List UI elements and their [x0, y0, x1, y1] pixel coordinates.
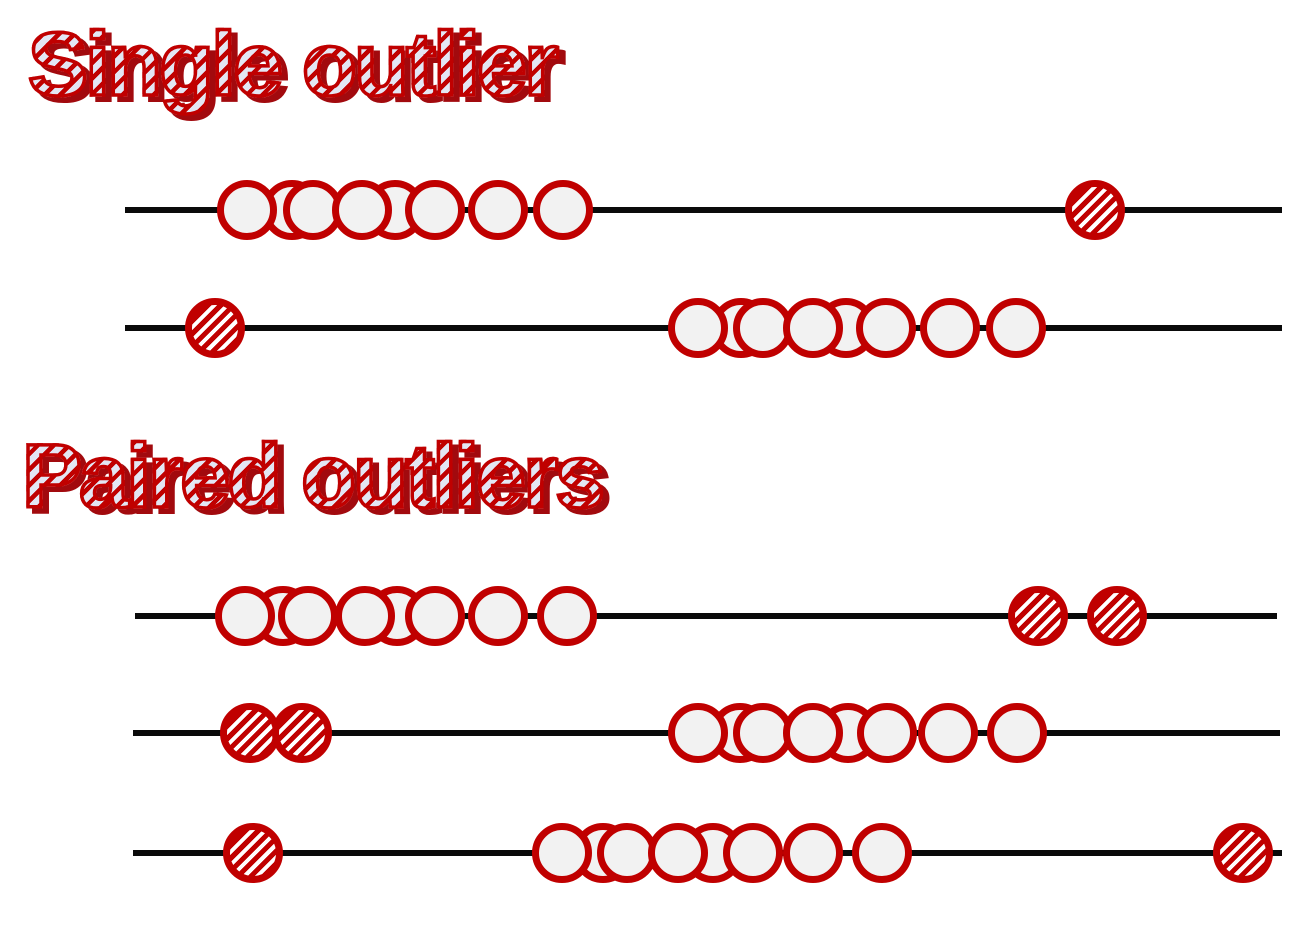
data-point-row-5-2	[532, 823, 592, 883]
data-point-row-1-7	[468, 180, 528, 240]
section-title-paired-outliers-text: Paired outliers	[20, 425, 607, 529]
number-line-row-1	[125, 207, 1282, 213]
data-point-row-2-7	[856, 298, 916, 358]
section-title-paired-outliers-shadow: Paired outliers	[26, 430, 613, 535]
data-point-row-4-6	[783, 703, 843, 763]
data-point-row-1-1	[217, 180, 277, 240]
data-point-row-5-9	[852, 823, 912, 883]
data-point-row-1-4	[332, 180, 392, 240]
data-point-row-5-4	[597, 823, 657, 883]
data-point-row-5-8	[783, 823, 843, 883]
data-point-row-5-7	[723, 823, 783, 883]
data-point-row-4-9	[918, 703, 978, 763]
data-point-row-3-1	[215, 586, 275, 646]
data-point-row-5-5	[648, 823, 708, 883]
outlier-point-row-4-1	[220, 703, 280, 763]
section-title-single-outlier: Single outlier Single outlier	[26, 13, 567, 122]
section-title-single-outlier-text: Single outlier	[26, 13, 561, 117]
outlier-point-row-4-2	[272, 703, 332, 763]
outlier-point-row-1-9	[1065, 180, 1125, 240]
data-point-row-3-8	[537, 586, 597, 646]
data-point-row-4-3	[668, 703, 728, 763]
outlier-point-row-5-10	[1213, 823, 1273, 883]
number-line-row-3	[135, 613, 1277, 619]
data-point-row-1-6	[405, 180, 465, 240]
outlier-point-row-5-1	[223, 823, 283, 883]
outlier-point-row-3-10	[1087, 586, 1147, 646]
data-point-row-3-3	[278, 586, 338, 646]
data-point-row-3-6	[405, 586, 465, 646]
section-title-single-outlier-shadow: Single outlier	[32, 18, 567, 123]
data-point-row-4-8	[857, 703, 917, 763]
data-point-row-4-10	[987, 703, 1047, 763]
data-point-row-2-9	[986, 298, 1046, 358]
outlier-point-row-3-9	[1008, 586, 1068, 646]
data-point-row-3-7	[468, 586, 528, 646]
data-point-row-3-4	[335, 586, 395, 646]
data-point-row-2-5	[783, 298, 843, 358]
outlier-point-row-2-1	[185, 298, 245, 358]
data-point-row-2-8	[920, 298, 980, 358]
data-point-row-1-8	[533, 180, 593, 240]
data-point-row-2-2	[668, 298, 728, 358]
section-title-paired-outliers: Paired outliers Paired outliers	[20, 425, 613, 534]
